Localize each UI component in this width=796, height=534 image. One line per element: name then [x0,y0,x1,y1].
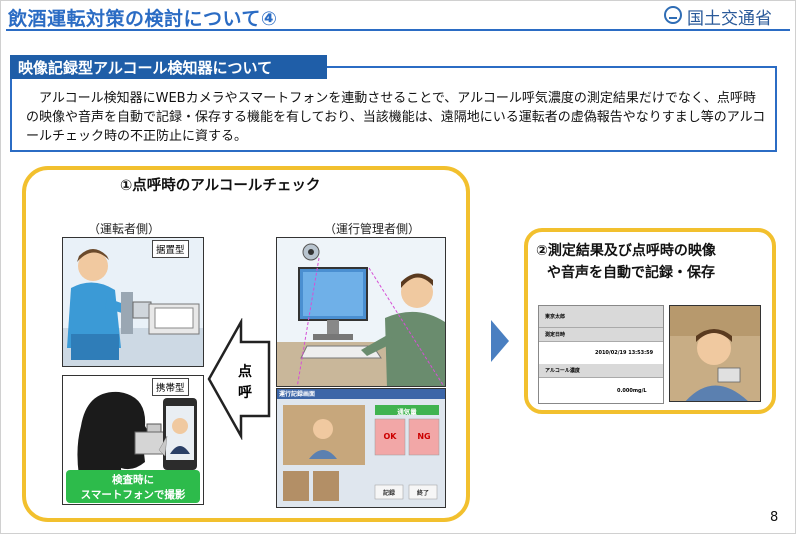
screen-exit-button[interactable]: 終了 [416,490,429,497]
roll-call-arrow-label-1: 点 [238,364,252,380]
screen-header: 運行記録画面 [279,391,316,398]
flow-arrow-icon [491,320,509,362]
section-box [10,66,777,152]
monitoring-screen-illustration: 運行記録画面 通気量 OK NG 記録 終了 [276,388,446,508]
record-panel-title-line-2: や音声を自動で記録・保存 [547,265,715,281]
record-name-label: 東京太郎 [539,306,663,328]
record-table: 東京太郎 測定日時 2010/02/19 13:53:59 アルコール濃度 0.… [538,305,664,404]
roll-call-arrow-icon [207,318,271,440]
smartphone-banner-line-2: スマートフォンで撮影 [80,489,186,501]
ministry-name: 国土交通省 [687,9,772,29]
smartphone-banner-line-1: 検査時に [112,474,154,486]
record-alcohol-value: 0.000mg/L [617,388,647,394]
screen-ng-button[interactable]: NG [417,432,431,441]
roll-call-arrow-label-2: 呼 [238,385,252,401]
section-heading: 映像記録型アルコール検知器について [18,59,273,77]
screen-ok-button[interactable]: OK [383,432,397,441]
screen-record-button[interactable]: 記録 [382,490,395,497]
record-panel-title-line-1: ②測定結果及び点呼時の映像 [536,243,716,259]
manager-side-label: （運行管理者側） [324,222,421,236]
mobile-type-tag: 携帯型 [152,378,189,396]
section-tab [10,55,327,79]
roll-call-panel-title: ①点呼時のアルコールチェック [120,178,321,194]
record-datetime-label: 測定日時 [539,328,663,342]
fixed-detector-illustration [62,237,204,367]
record-datetime-value: 2010/02/19 13:53:59 [595,350,654,356]
driver-side-label: （運転者側） [88,222,161,236]
title-underline [6,29,790,31]
manager-office-illustration [276,237,446,387]
fixed-type-tag: 据置型 [152,240,189,258]
ministry-logo-icon [664,6,682,24]
page-number: 8 [770,510,779,525]
smartphone-banner [66,470,200,503]
section-body-text: アルコール検知器にWEBカメラやスマートフォンを連動させることで、アルコール呼気… [26,91,766,144]
record-photo [669,305,761,402]
screen-status: 通気量 [397,408,417,416]
slide-title: 飲酒運転対策の検討について④ [8,8,278,30]
record-alcohol-label: アルコール濃度 [539,364,663,378]
